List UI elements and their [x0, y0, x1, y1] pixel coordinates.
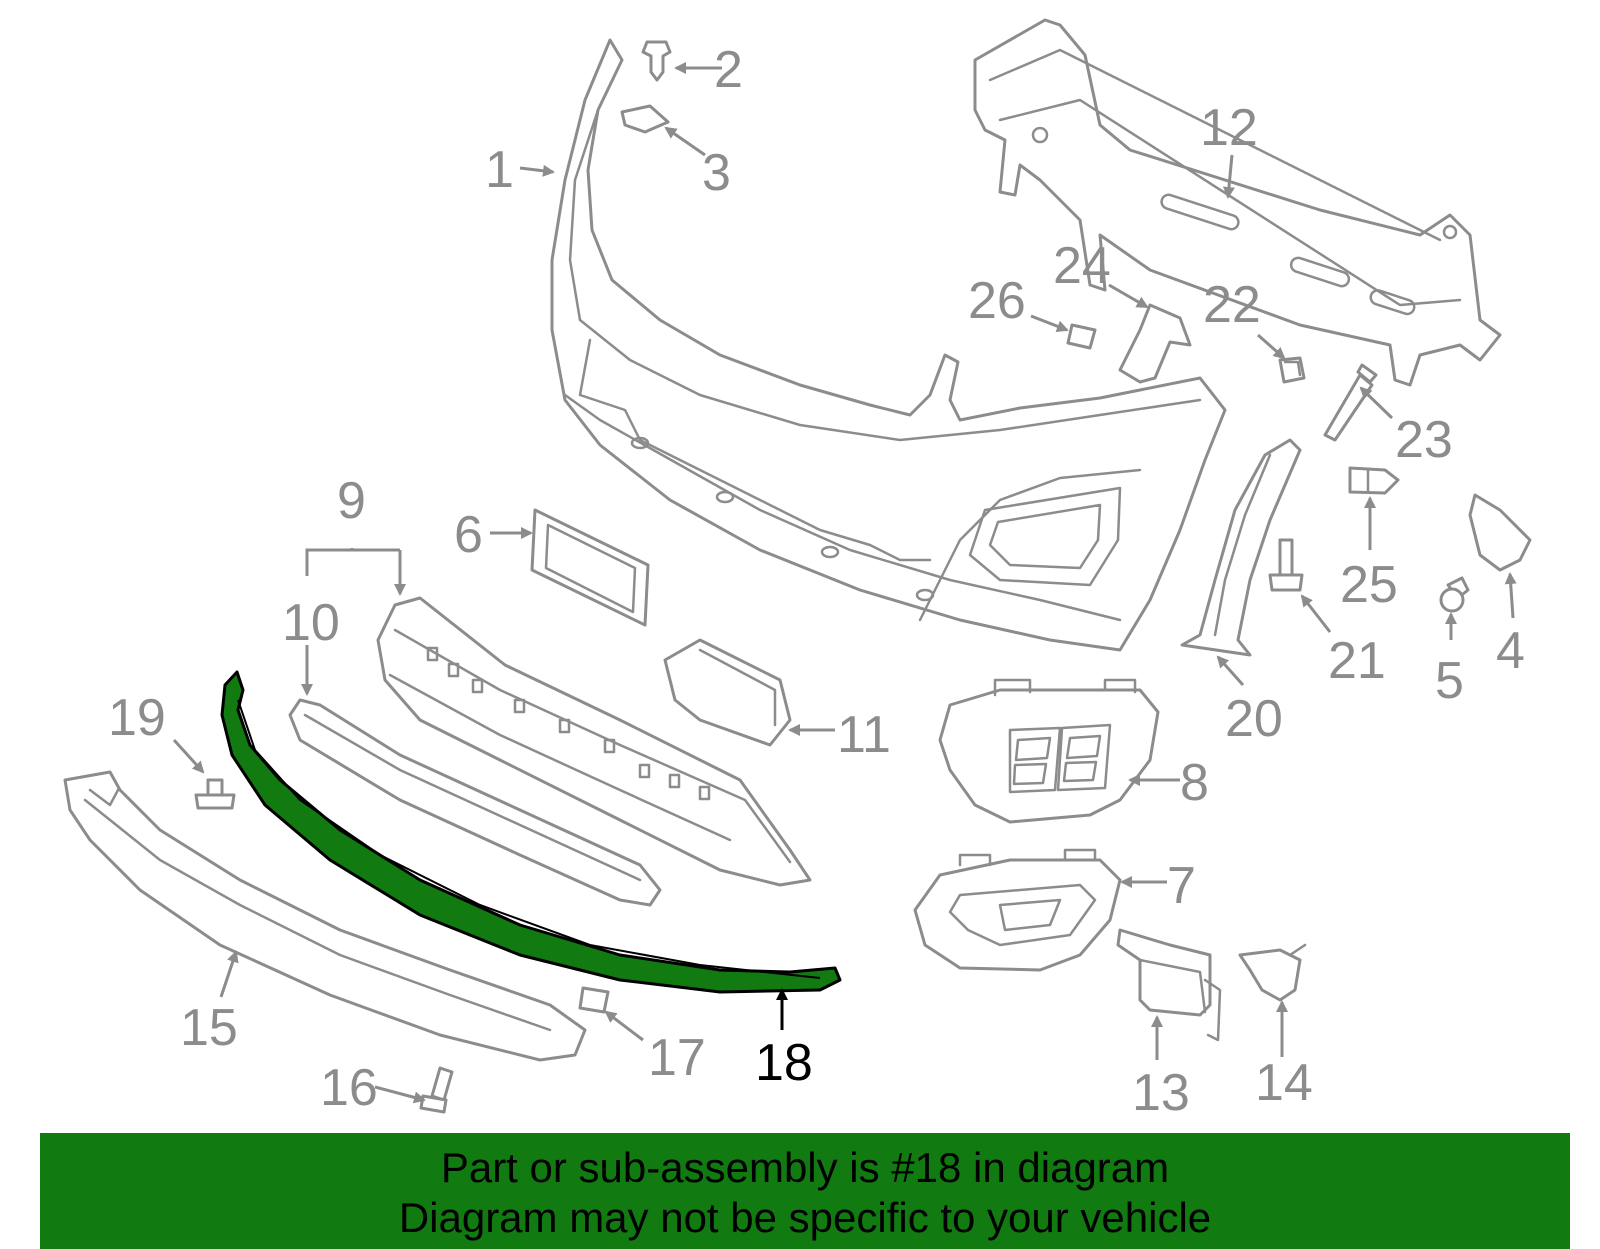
part-7-fog-housing[interactable] — [913, 848, 1122, 972]
part-11-bracket[interactable] — [663, 638, 792, 747]
part-2-screw[interactable] — [641, 40, 672, 82]
callout-23: 23 — [1395, 411, 1453, 469]
callout-3: 3 — [702, 144, 731, 202]
callout-18-highlighted: 18 — [755, 1034, 813, 1092]
part-19-push-pin[interactable] — [194, 778, 236, 810]
part-14-clip[interactable] — [1238, 943, 1307, 1002]
callout-17: 17 — [648, 1029, 706, 1087]
parts-diagram: 1 2 3 12 24 26 22 23 25 4 21 5 20 9 6 10… — [63, 18, 1532, 1122]
part-13-sensor-module[interactable] — [1116, 928, 1222, 1042]
callout-1: 1 — [485, 141, 514, 199]
callout-6: 6 — [454, 506, 483, 564]
part-4-bracket[interactable] — [1468, 493, 1532, 572]
callout-12: 12 — [1200, 99, 1258, 157]
callout-10: 10 — [282, 594, 340, 652]
part-5-fastener[interactable] — [1439, 576, 1470, 613]
callout-15: 15 — [180, 999, 238, 1057]
grille-slots — [426, 646, 711, 801]
part-10-trim-strip[interactable] — [288, 698, 662, 907]
part-17-pad[interactable] — [578, 986, 610, 1014]
callout-labels: 1 2 3 12 24 26 22 23 25 4 21 5 20 9 6 10… — [108, 41, 1525, 1122]
callout-16: 16 — [320, 1059, 378, 1117]
part-1-bumper-cover[interactable] — [550, 38, 1227, 652]
info-banner: Part or sub-assembly is #18 in diagram D… — [40, 1133, 1570, 1249]
callout-20: 20 — [1225, 690, 1283, 748]
callout-9: 9 — [337, 472, 366, 530]
callout-13: 13 — [1132, 1064, 1190, 1122]
callout-22: 22 — [1203, 276, 1261, 334]
bezel-grid-pattern — [1008, 723, 1112, 794]
callout-14: 14 — [1255, 1054, 1313, 1112]
part-22-clip[interactable] — [1278, 356, 1306, 384]
callout-24: 24 — [1053, 237, 1111, 295]
callout-7: 7 — [1167, 857, 1196, 915]
callout-4: 4 — [1496, 622, 1525, 680]
callout-25: 25 — [1340, 556, 1398, 614]
leader-lines — [172, 62, 1517, 1104]
part-20-side-bracket[interactable] — [1180, 438, 1302, 657]
part-12-reinforcement-bar[interactable] — [973, 18, 1502, 387]
part-23-pin[interactable] — [1323, 363, 1378, 442]
callout-21: 21 — [1328, 632, 1386, 690]
callout-2: 2 — [714, 41, 743, 99]
part-6-plate-bracket[interactable] — [530, 508, 650, 627]
part-9-grille[interactable] — [376, 596, 812, 887]
callout-19: 19 — [108, 689, 166, 747]
part-3-clip[interactable] — [620, 104, 670, 134]
part-16-bolt[interactable] — [419, 1066, 454, 1114]
part-21-bolt[interactable] — [1268, 538, 1304, 592]
part-24-bracket[interactable] — [1118, 303, 1192, 384]
callout-8: 8 — [1180, 754, 1209, 812]
callout-5: 5 — [1435, 652, 1464, 710]
part-8-fog-bezel[interactable] — [938, 678, 1160, 824]
part-15-lower-spoiler[interactable] — [63, 770, 587, 1062]
callout-26: 26 — [968, 272, 1026, 330]
banner-line-2: Diagram may not be specific to your vehi… — [398, 1194, 1212, 1241]
callout-11: 11 — [837, 706, 891, 764]
part-25-bolt[interactable] — [1348, 466, 1400, 495]
part-18-deflector-highlighted[interactable] — [220, 670, 842, 994]
part-26-pad[interactable] — [1066, 323, 1097, 350]
banner-line-1: Part or sub-assembly is #18 in diagram — [440, 1144, 1170, 1191]
